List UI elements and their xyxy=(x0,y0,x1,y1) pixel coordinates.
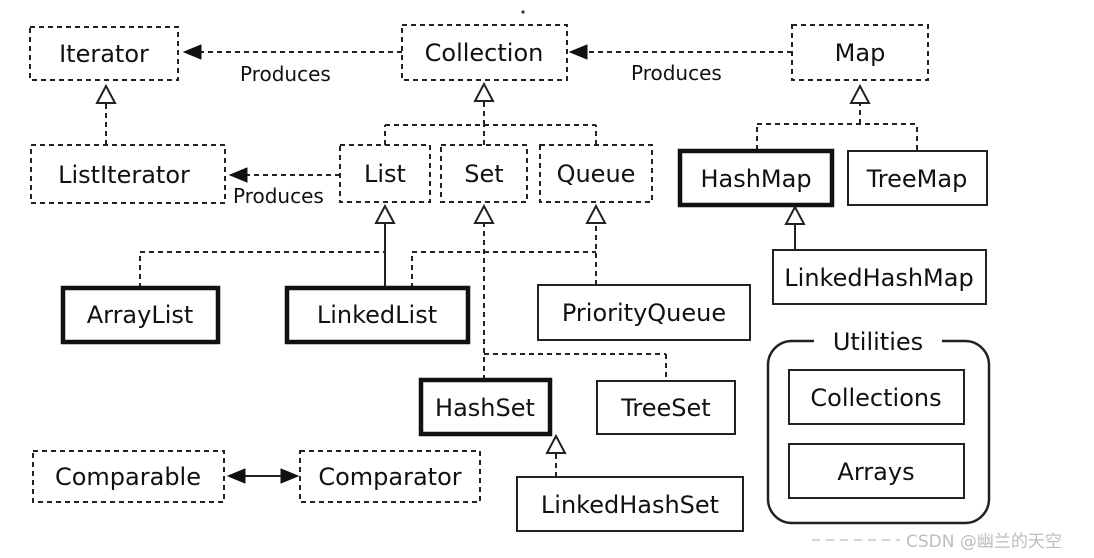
produces-label-list-listiterator: Produces xyxy=(233,184,324,208)
edge-linkedhashset-extends-hashset xyxy=(545,433,567,477)
produces-label-collection-iterator: Produces xyxy=(240,62,331,86)
edge-list-set-queue-extend-collection xyxy=(384,81,597,145)
edge-linkedlist-priorityqueue-implement-queue xyxy=(411,203,607,288)
edge-linkedhashmap-extends-hashmap xyxy=(784,204,806,250)
edge-hashset-treeset-implement-set xyxy=(473,203,667,381)
node-array-list: ArrayList xyxy=(60,285,221,345)
node-queue-label: Queue xyxy=(557,160,636,188)
node-tree-map-label: TreeMap xyxy=(866,165,968,193)
utilities-group: Utilities Collections Arrays xyxy=(766,326,991,525)
stray-dot xyxy=(521,10,525,14)
node-priority-queue-label: PriorityQueue xyxy=(562,299,726,327)
edge-arraylist-linkedlist-implement-list xyxy=(139,203,396,288)
node-linked-hash-map-label: LinkedHashMap xyxy=(784,264,973,292)
edge-list-produces-listiterator xyxy=(228,167,340,183)
produces-label-map-collection: Produces xyxy=(631,61,722,85)
node-comparator-label: Comparator xyxy=(318,463,461,491)
node-arrays: Arrays xyxy=(788,443,965,499)
node-collection-label: Collection xyxy=(425,39,544,67)
node-array-list-label: ArrayList xyxy=(87,301,194,329)
node-hash-map-label: HashMap xyxy=(700,165,811,193)
node-linked-hash-set-label: LinkedHashSet xyxy=(541,491,719,519)
node-set-label: Set xyxy=(464,160,503,188)
node-linked-hash-map: LinkedHashMap xyxy=(772,249,987,305)
node-tree-map: TreeMap xyxy=(847,150,988,206)
node-comparable-label: Comparable xyxy=(55,463,201,491)
edge-hashmap-treemap-implement-map xyxy=(756,83,918,150)
node-set: Set xyxy=(440,144,528,203)
node-hash-set: HashSet xyxy=(418,377,553,437)
edge-comparable-comparator xyxy=(226,468,300,484)
edge-map-produces-collection xyxy=(568,44,792,60)
node-linked-hash-set: LinkedHashSet xyxy=(516,476,744,532)
node-list-label: List xyxy=(364,160,406,188)
node-tree-set: TreeSet xyxy=(596,380,736,435)
node-arrays-label: Arrays xyxy=(837,458,914,486)
node-collections: Collections xyxy=(788,369,965,425)
utilities-title: Utilities xyxy=(833,328,923,356)
node-list: List xyxy=(339,144,431,203)
node-list-iterator-label: ListIterator xyxy=(58,161,190,189)
edge-collection-produces-iterator xyxy=(182,44,402,60)
node-linked-list-label: LinkedList xyxy=(317,301,437,329)
node-collections-label: Collections xyxy=(810,384,941,412)
node-queue: Queue xyxy=(539,144,653,203)
watermark-text: CSDN @幽兰的天空 xyxy=(906,532,1062,552)
node-tree-set-label: TreeSet xyxy=(620,394,710,422)
edge-listiterator-extends-iterator xyxy=(95,83,117,145)
node-list-iterator: ListIterator xyxy=(30,144,226,204)
node-linked-list: LinkedList xyxy=(284,285,471,345)
node-map: Map xyxy=(791,24,929,81)
node-hash-set-label: HashSet xyxy=(435,394,535,422)
node-iterator: Iterator xyxy=(29,26,179,81)
node-comparator: Comparator xyxy=(299,450,481,503)
node-collection: Collection xyxy=(401,24,568,81)
node-comparable: Comparable xyxy=(32,450,225,503)
node-map-label: Map xyxy=(835,39,886,67)
node-hash-map: HashMap xyxy=(677,148,835,208)
node-priority-queue: PriorityQueue xyxy=(537,284,751,341)
node-iterator-label: Iterator xyxy=(59,40,149,68)
